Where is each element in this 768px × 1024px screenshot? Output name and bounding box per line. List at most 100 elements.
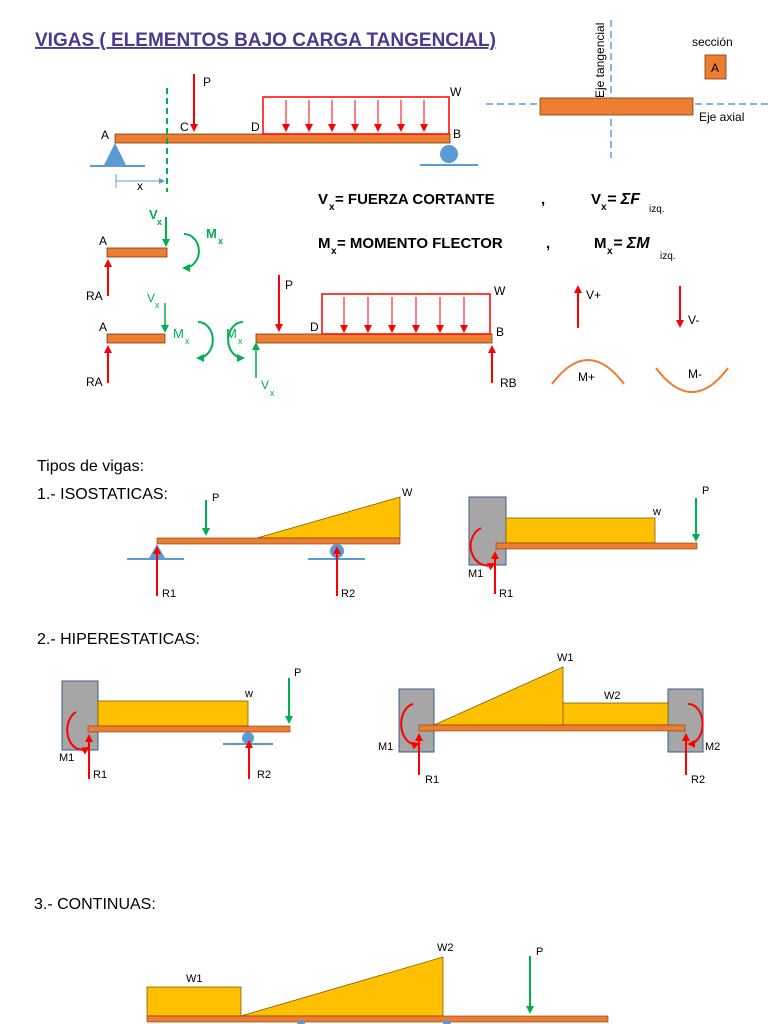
section-box xyxy=(704,54,727,80)
def-m-symbol: M xyxy=(318,235,331,252)
fb3-mx-label: M xyxy=(226,326,237,341)
moment-arrow-right xyxy=(196,321,214,362)
isostatic-cantilever: P w M1 R1 xyxy=(468,485,709,600)
def-m-izq: izq. xyxy=(660,251,676,262)
fb3-mx-sub: x xyxy=(238,336,243,346)
fb3-label-rb: RB xyxy=(500,376,517,390)
hyp1-label-w: w xyxy=(244,688,253,700)
fb2-label-a: A xyxy=(99,320,107,334)
fb1-label-a: A xyxy=(99,234,107,248)
def-v-sub: x xyxy=(329,202,335,213)
cont-label-w1: W1 xyxy=(186,973,203,985)
v-minus-label: V- xyxy=(688,313,699,327)
hyp2-label-w2: W2 xyxy=(604,690,621,702)
hyp2-label-r2: R2 xyxy=(691,774,705,786)
fixed-wall xyxy=(61,680,99,751)
intermediate-support-1 xyxy=(297,1020,305,1024)
def-m-formula: = ΣM xyxy=(613,235,650,252)
free-body-segment-2: A RA V x M x xyxy=(86,291,214,389)
free-body-segment-3: P W D B RB M x V x xyxy=(226,275,517,398)
def-v-comma: , xyxy=(541,191,545,208)
hyp2-label-m2: M2 xyxy=(705,741,720,753)
segment-beam-left xyxy=(106,333,166,344)
moment-arrow-m1 xyxy=(66,711,90,755)
m-minus-arc xyxy=(655,367,729,393)
fb3-label-b: B xyxy=(496,325,504,339)
distributed-load-box xyxy=(321,293,491,335)
section-letter: A xyxy=(711,61,719,75)
iso1-label-r2: R2 xyxy=(341,588,355,600)
v-plus-label: V+ xyxy=(586,288,601,302)
iso2-label-r1: R1 xyxy=(499,588,513,600)
label-b: B xyxy=(453,127,461,141)
definitions: V x = FUERZA CORTANTE , V x = ΣF izq. M … xyxy=(318,191,676,262)
fixed-wall-left xyxy=(398,688,435,753)
iso2-label-p: P xyxy=(702,485,709,497)
fb2-mx-label: M xyxy=(173,326,184,341)
main-beam-diagram: P W A B C D x xyxy=(90,74,478,193)
fb3-label-d: D xyxy=(310,320,319,334)
sign-convention: V+ V- M+ M- xyxy=(551,285,729,393)
title-text: VIGAS ( ELEMENTOS BAJO CARGA TANGENCIAL) xyxy=(35,30,496,51)
label-x: x xyxy=(137,179,143,193)
free-body-segment-1: A RA V x M x xyxy=(86,207,223,303)
fb3-vx-sub: x xyxy=(270,388,275,398)
def-m-formula-sub: x xyxy=(607,246,613,257)
label-a: A xyxy=(101,128,109,142)
fb1-mx-label: M xyxy=(206,226,217,241)
segment-beam xyxy=(106,247,168,258)
triangular-load xyxy=(256,496,401,539)
m-plus-arc xyxy=(551,359,625,385)
hyp1-label-r1: R1 xyxy=(93,769,107,781)
triangular-load xyxy=(433,666,564,726)
label-w: W xyxy=(450,85,462,99)
iso2-label-m1: M1 xyxy=(468,568,483,580)
tangent-axis-label: Eje tangencial xyxy=(593,23,607,98)
distributed-load-arrows xyxy=(340,297,468,333)
def-m-sub: x xyxy=(331,246,337,257)
def-v-symbol: V xyxy=(318,191,328,208)
hyp1-label-r2: R2 xyxy=(257,769,271,781)
iso2-label-w: w xyxy=(652,506,661,518)
def-v-text: = FUERZA CORTANTE xyxy=(335,191,495,208)
fb3-label-p: P xyxy=(285,278,293,292)
fixed-wall xyxy=(468,496,507,566)
distributed-load-box xyxy=(262,96,450,135)
hyperstatic-propped-cantilever: P w M1 R1 R2 xyxy=(59,667,301,781)
fb1-vx-label: V xyxy=(149,207,158,222)
iso1-label-w: W xyxy=(402,487,413,499)
moment-arrow-m1 xyxy=(400,703,420,750)
label-d: D xyxy=(251,120,260,134)
m-minus-label: M- xyxy=(688,367,702,381)
def-v-formula: = ΣF xyxy=(607,191,641,208)
fb2-vx-sub: x xyxy=(155,300,160,310)
continuous-heading: 3.- CONTINUAS: xyxy=(34,896,156,913)
hyp2-label-m1: M1 xyxy=(378,741,393,753)
beam xyxy=(495,542,698,550)
label-c: C xyxy=(180,120,189,134)
fb1-mx-sub: x xyxy=(218,236,223,246)
def-m-formula-symbol: M xyxy=(594,235,607,252)
fb3-vx-label: V xyxy=(261,378,269,392)
intermediate-support-2 xyxy=(443,1020,451,1024)
axial-axis-label: Eje axial xyxy=(699,110,744,124)
fb2-vx-label: V xyxy=(147,291,155,305)
moment-arrow-left xyxy=(227,321,245,362)
distributed-load-arrows xyxy=(282,100,428,132)
beam xyxy=(156,537,401,545)
def-v-izq: izq. xyxy=(649,204,665,215)
uniform-load xyxy=(97,700,249,727)
beam xyxy=(87,725,291,733)
pin-support-a xyxy=(104,143,126,165)
section-axes-diagram: Eje tangencial Eje axial sección A xyxy=(486,20,768,158)
iso1-label-r1: R1 xyxy=(162,588,176,600)
roller-support-b xyxy=(440,145,458,163)
segment-beam-right xyxy=(255,333,493,344)
hyp2-label-r1: R1 xyxy=(425,774,439,786)
fb3-label-w: W xyxy=(494,284,506,298)
page-title: VIGAS ( ELEMENTOS BAJO CARGA TANGENCIAL)… xyxy=(35,30,496,51)
title-period: . xyxy=(478,30,483,51)
def-m-comma: , xyxy=(546,235,550,252)
section-beam xyxy=(539,97,694,116)
